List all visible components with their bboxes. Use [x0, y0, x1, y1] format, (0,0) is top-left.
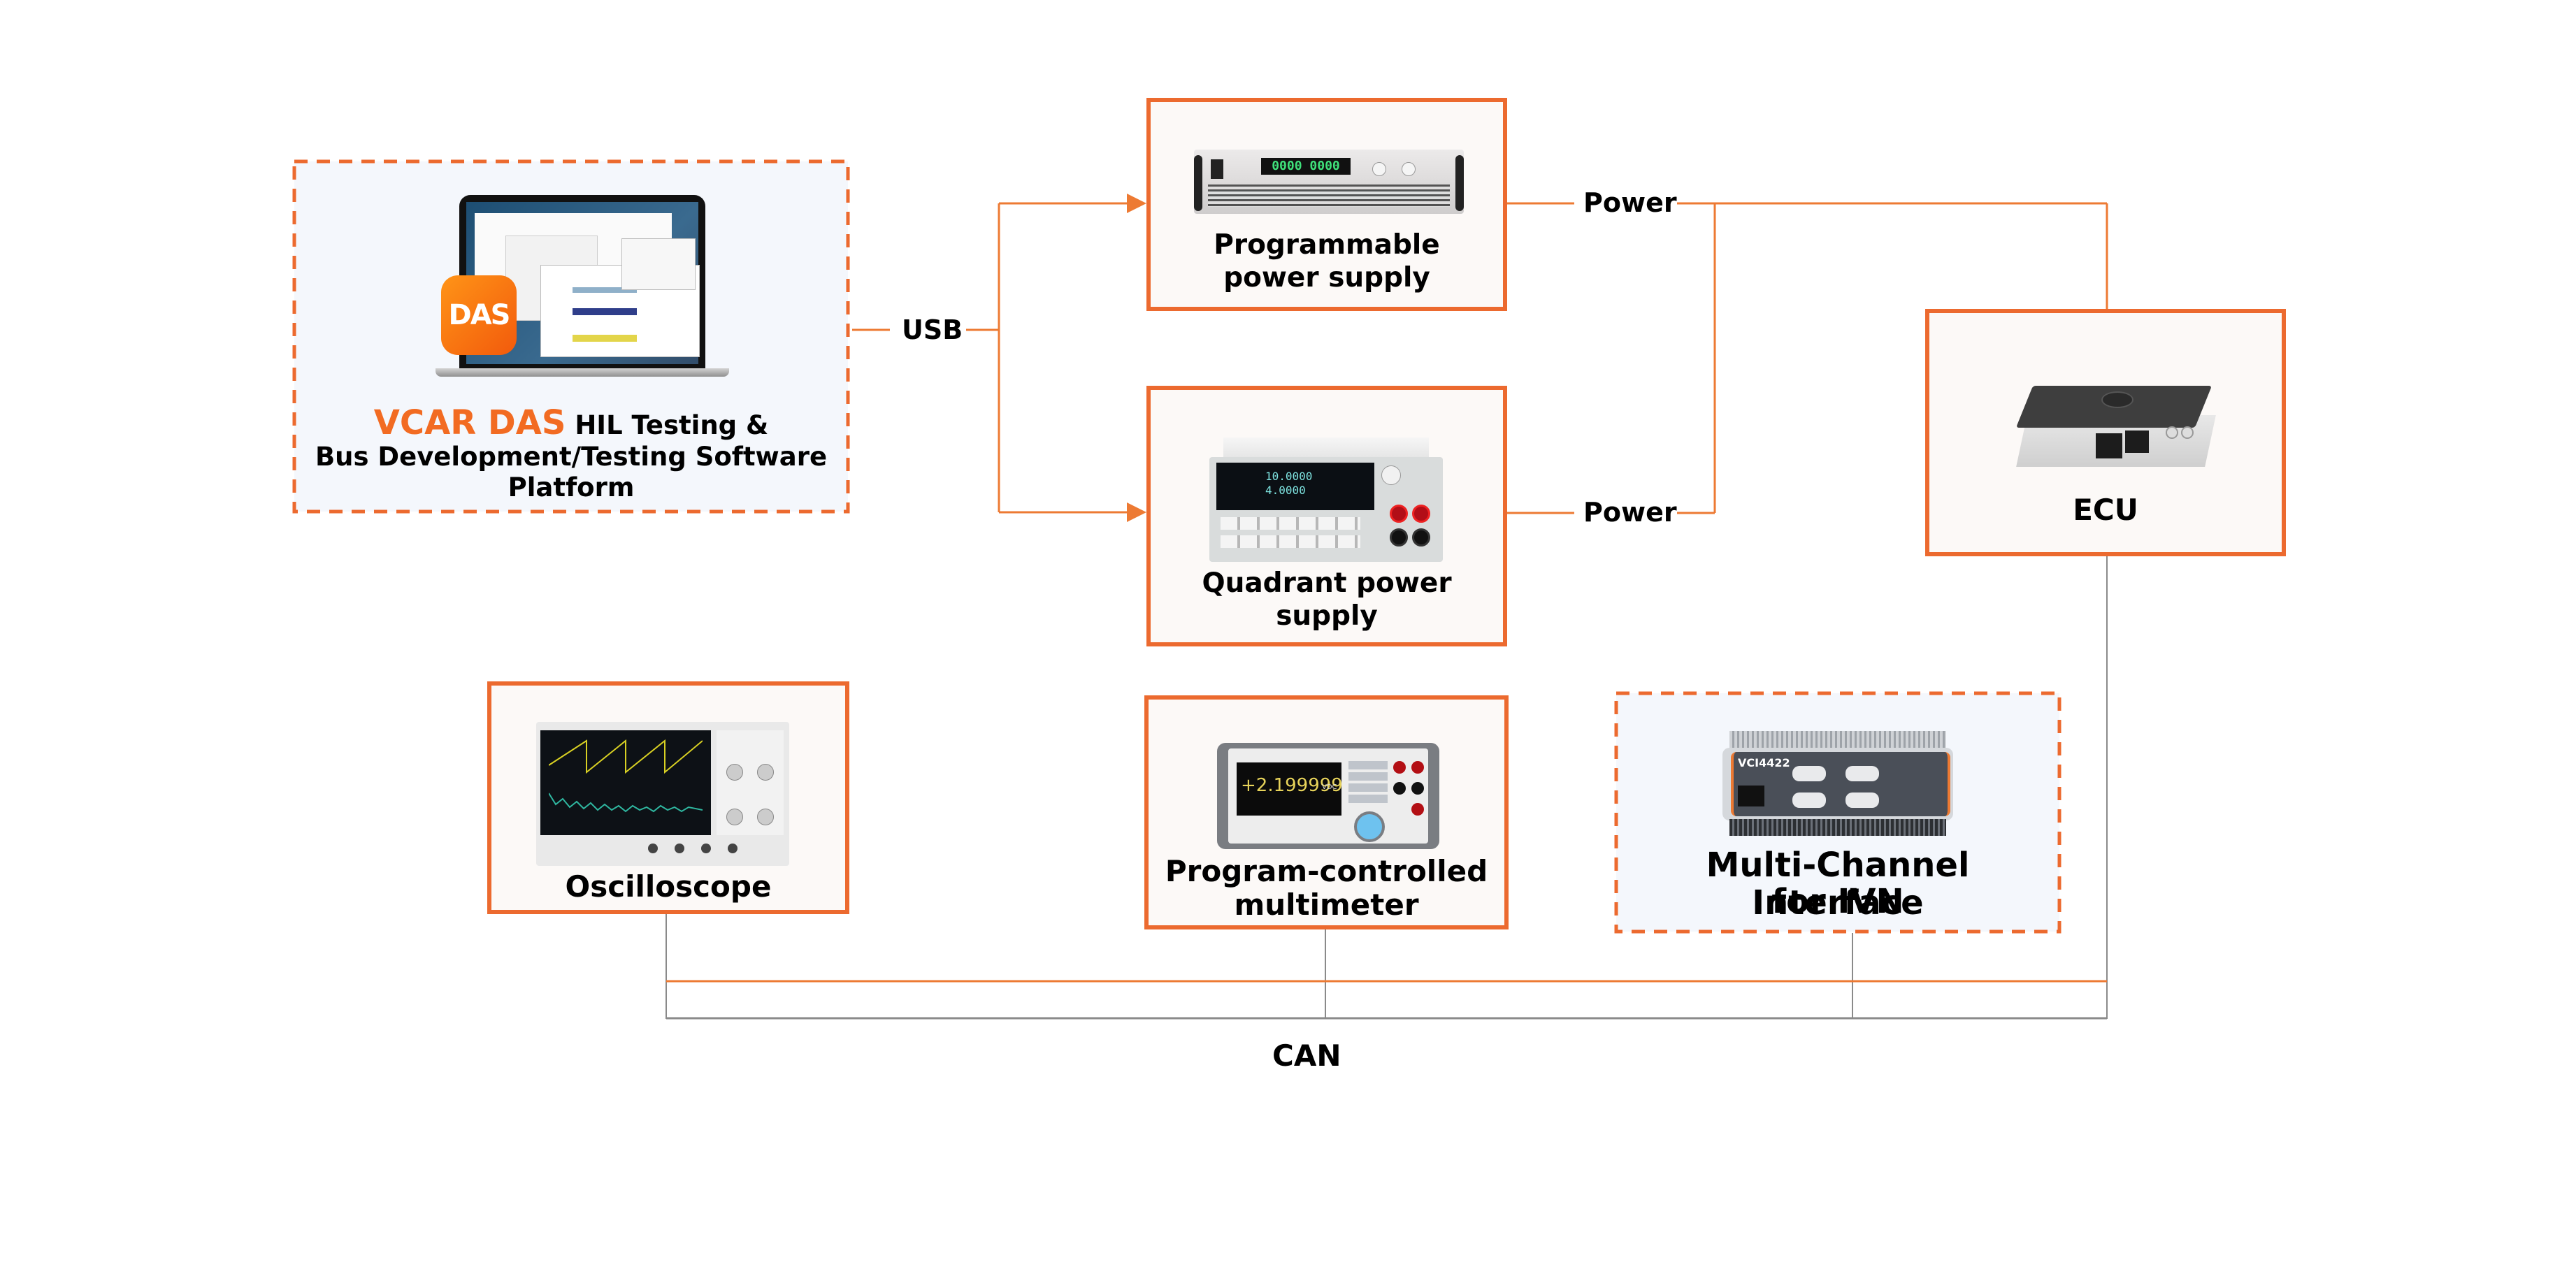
title-rest: HIL Testing & — [566, 410, 769, 440]
software-subtitle-line3: Platform — [508, 472, 635, 502]
quadrant-display-voltage: 10.0000 — [1265, 470, 1313, 483]
arrow-to-programmable — [1127, 194, 1146, 213]
ecu-label: ECU — [2073, 493, 2138, 527]
programmable-ps-label-line1: Programmable — [1214, 229, 1440, 261]
multimeter-label-line2: multimeter — [1234, 888, 1419, 922]
multimeter-reading: +2.199999 — [1241, 775, 1343, 796]
ecu-node[interactable]: ECU — [1925, 309, 2286, 556]
waveform-spectrum — [549, 793, 703, 813]
brand-name: VCAR DAS — [373, 403, 566, 442]
multimeter-label-line1: Program-controlled — [1165, 854, 1488, 888]
oscilloscope-label: Oscilloscope — [565, 869, 772, 904]
software-subtitle-line2: Bus Development/Testing Software — [315, 442, 828, 472]
power-supply-icon: 0000 0000 — [1194, 144, 1464, 214]
quadrant-ps-label-line1: Quadrant power — [1202, 567, 1452, 599]
oscilloscope-icon — [536, 722, 789, 866]
multimeter-icon: +2.199999 VDC — [1217, 733, 1439, 851]
software-platform-node[interactable]: DAS VCAR DAS HIL Testing & Bus Developme… — [294, 161, 848, 512]
arrow-to-quadrant — [1127, 502, 1146, 522]
supply-display: 0000 0000 — [1261, 158, 1351, 175]
waveform-sawtooth — [549, 739, 703, 774]
power-label-top: Power — [1583, 187, 1677, 218]
can-label: CAN — [1272, 1038, 1341, 1073]
quadrant-power-supply-icon: 10.0000 4.0000 — [1209, 437, 1443, 567]
ivn-interface-node[interactable]: VCI4422 Multi-Channel Interface for IVN — [1616, 693, 2059, 932]
multimeter-unit: VDC — [1322, 783, 1337, 791]
programmable-ps-label-line2: power supply — [1223, 262, 1430, 294]
ivn-label-line2: for IVN — [1771, 882, 1904, 921]
quadrant-display-current: 4.0000 — [1265, 484, 1306, 497]
quadrant-power-supply-node[interactable]: 10.0000 4.0000 Quadrant power supply — [1146, 386, 1507, 646]
das-logo-text: DAS — [448, 299, 511, 331]
software-title: VCAR DAS HIL Testing & — [294, 403, 848, 442]
ivn-label-line1: Multi-Channel Interface — [1706, 846, 1970, 922]
oscilloscope-node[interactable]: Oscilloscope — [487, 681, 849, 914]
usb-label: USB — [902, 314, 963, 345]
interface-box-icon: VCI4422 — [1722, 731, 1953, 836]
interface-model: VCI4422 — [1738, 756, 1790, 769]
multimeter-node[interactable]: +2.199999 VDC Program-controlled multime… — [1144, 695, 1509, 929]
quadrant-ps-label-line2: supply — [1276, 600, 1378, 632]
programmable-power-supply-node[interactable]: 0000 0000 Programmable power supply — [1146, 98, 1507, 311]
power-label-bottom: Power — [1583, 497, 1677, 528]
ecu-icon — [2015, 380, 2217, 471]
das-logo-icon: DAS — [441, 275, 517, 355]
